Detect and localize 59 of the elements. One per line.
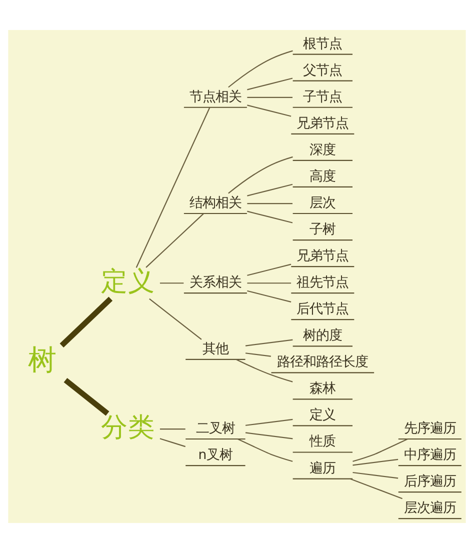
node-text: 分类 <box>101 412 156 443</box>
connector <box>136 107 210 268</box>
connector <box>247 282 292 284</box>
node-text: 后代节点 <box>296 302 349 318</box>
node-text: 子节点 <box>303 90 342 105</box>
connector <box>245 418 293 426</box>
connector <box>352 458 398 466</box>
connector <box>149 298 202 340</box>
connector <box>160 282 184 284</box>
connector <box>146 213 204 268</box>
node-text: 后序遍历 <box>404 474 456 490</box>
node-text: 高度 <box>310 169 336 184</box>
connector <box>352 472 398 479</box>
node-text: 层次 <box>310 196 336 211</box>
node-text: 树的度 <box>303 328 342 344</box>
connector <box>247 203 292 204</box>
node-text: 节点相关 <box>189 90 242 105</box>
connector <box>247 78 293 90</box>
connector <box>60 296 113 348</box>
node-text: 森林 <box>310 382 336 397</box>
connector <box>247 264 292 276</box>
node-text: 层次遍历 <box>404 501 456 516</box>
connector <box>245 432 293 440</box>
connector <box>350 478 402 500</box>
connector <box>245 339 293 346</box>
node-text: 兄弟节点 <box>296 249 349 264</box>
node-text: 遍历 <box>310 461 336 476</box>
connector <box>237 438 293 462</box>
connector <box>160 438 186 448</box>
connector <box>247 290 292 302</box>
node-text: 二叉树 <box>196 421 235 436</box>
node-text: 中序遍历 <box>404 448 456 463</box>
node-text: 子树 <box>310 222 336 238</box>
node-text: 定义 <box>101 266 156 297</box>
node-text: 先序遍历 <box>404 421 456 436</box>
node-text: 路径和路径长度 <box>277 355 368 370</box>
connector <box>236 359 293 382</box>
node-text: 祖先节点 <box>296 276 349 291</box>
connector <box>247 184 293 196</box>
node-text: 定义 <box>310 408 336 424</box>
connector <box>228 50 293 88</box>
connector <box>228 156 293 194</box>
connector <box>245 352 271 357</box>
connector <box>247 104 292 117</box>
connector <box>247 210 293 224</box>
connector <box>64 378 110 416</box>
node-text: 结构相关 <box>189 196 242 211</box>
node-text: 性质 <box>310 434 336 450</box>
connector <box>352 438 408 462</box>
node-text: 树 <box>28 342 57 377</box>
node-text: 兄弟节点 <box>296 116 349 132</box>
node-text: 根节点 <box>303 36 342 52</box>
node-text: n叉树 <box>198 448 233 463</box>
node-text: 关系相关 <box>189 276 242 291</box>
node-text: 父节点 <box>303 63 342 78</box>
connector <box>247 96 292 98</box>
node-text: 其他 <box>202 342 228 357</box>
connector <box>160 428 186 430</box>
node-text: 深度 <box>310 142 336 158</box>
